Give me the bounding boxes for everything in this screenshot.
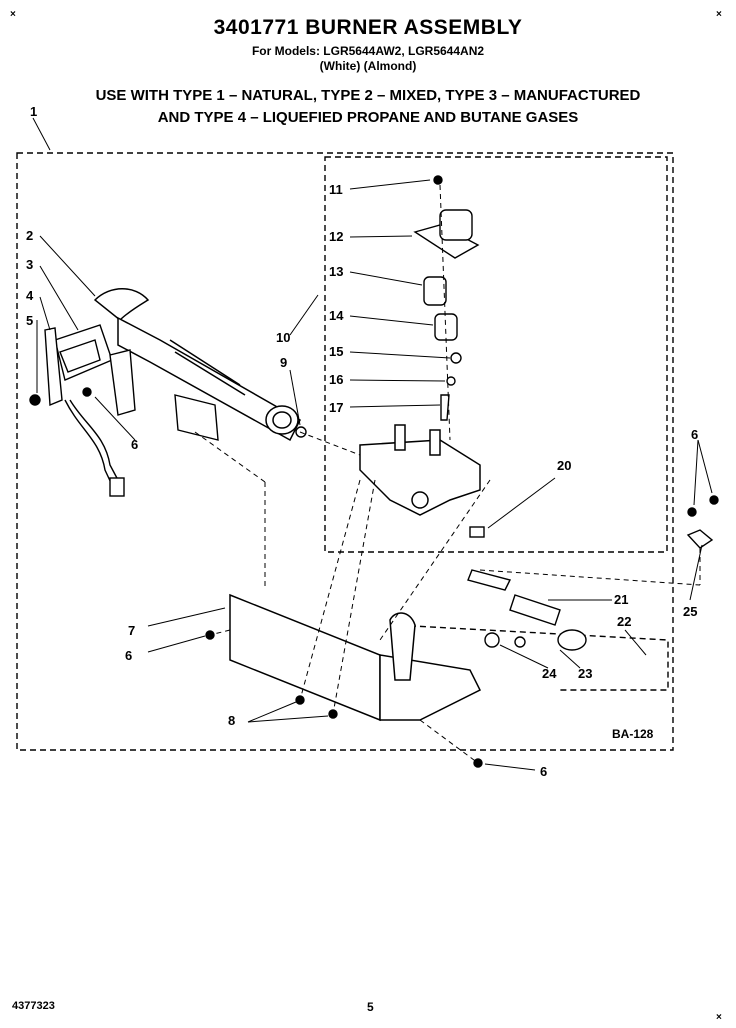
- callout-15: 15: [329, 344, 344, 359]
- callout-6-b: 6: [691, 427, 699, 442]
- elbow-23: [557, 629, 587, 651]
- callout-4: 4: [26, 288, 34, 303]
- callout-3: 3: [26, 257, 34, 272]
- callout-13: 13: [329, 264, 344, 279]
- screw-5: [29, 394, 41, 406]
- valve-coils: [413, 175, 480, 421]
- gas-type-line-2: AND TYPE 4 – LIQUEFIED PROPANE AND BUTAN…: [157, 109, 579, 126]
- screw-6-left: [82, 387, 92, 397]
- callout-23: 23: [578, 666, 593, 681]
- burner-bracket-7: [229, 593, 482, 722]
- gas-valve-body: [359, 424, 481, 516]
- callout-8: 8: [228, 713, 236, 728]
- nut-24: [484, 632, 500, 648]
- callout-20: 20: [557, 458, 572, 473]
- callout-9: 9: [280, 355, 288, 370]
- callout-6-c: 6: [125, 648, 133, 663]
- pipe-nipple: [467, 569, 512, 591]
- callout-6-a: 6: [131, 437, 139, 452]
- fitting-20: [469, 526, 485, 538]
- igniter-bracket: [44, 324, 136, 416]
- corner-mark-tl: ×: [10, 9, 16, 20]
- callout-16: 16: [329, 372, 344, 387]
- igniter-wire: [64, 399, 113, 486]
- callout-7: 7: [128, 623, 136, 638]
- valve-assembly-10-boundary: [324, 156, 668, 553]
- callout-2: 2: [26, 228, 34, 243]
- clamp-25: [686, 529, 714, 549]
- corner-mark-tr: ×: [716, 9, 722, 20]
- callout-25: 25: [683, 604, 698, 619]
- callout-11: 11: [329, 182, 343, 197]
- callout-5: 5: [26, 313, 34, 328]
- diagram-code: BA-128: [612, 727, 654, 741]
- callout-12: 12: [329, 229, 344, 244]
- callout-14: 14: [329, 308, 344, 323]
- burner-plate: [174, 394, 219, 441]
- callout-22: 22: [617, 614, 632, 629]
- callout-6-d: 6: [540, 764, 548, 779]
- pipe-21: [509, 594, 561, 626]
- gas-type-line-1: USE WITH TYPE 1 – NATURAL, TYPE 2 – MIXE…: [95, 87, 641, 104]
- assembly-1-boundary: [16, 152, 674, 751]
- callout-21: 21: [614, 592, 629, 607]
- corner-mark-br: ×: [716, 1012, 722, 1023]
- wire-connector: [109, 477, 125, 497]
- model-colors: (White) (Almond): [319, 59, 417, 73]
- document-number: 4377323: [12, 1000, 55, 1012]
- callout-24: 24: [542, 666, 557, 681]
- callout-1: 1: [30, 104, 38, 119]
- page-number: 5: [367, 1000, 374, 1014]
- callout-10: 10: [276, 330, 291, 345]
- page-title: 3401771 BURNER ASSEMBLY: [213, 16, 523, 39]
- burner-tube: [93, 288, 301, 442]
- model-numbers: For Models: LGR5644AW2, LGR5644AN2: [251, 44, 485, 58]
- callout-17: 17: [329, 400, 344, 415]
